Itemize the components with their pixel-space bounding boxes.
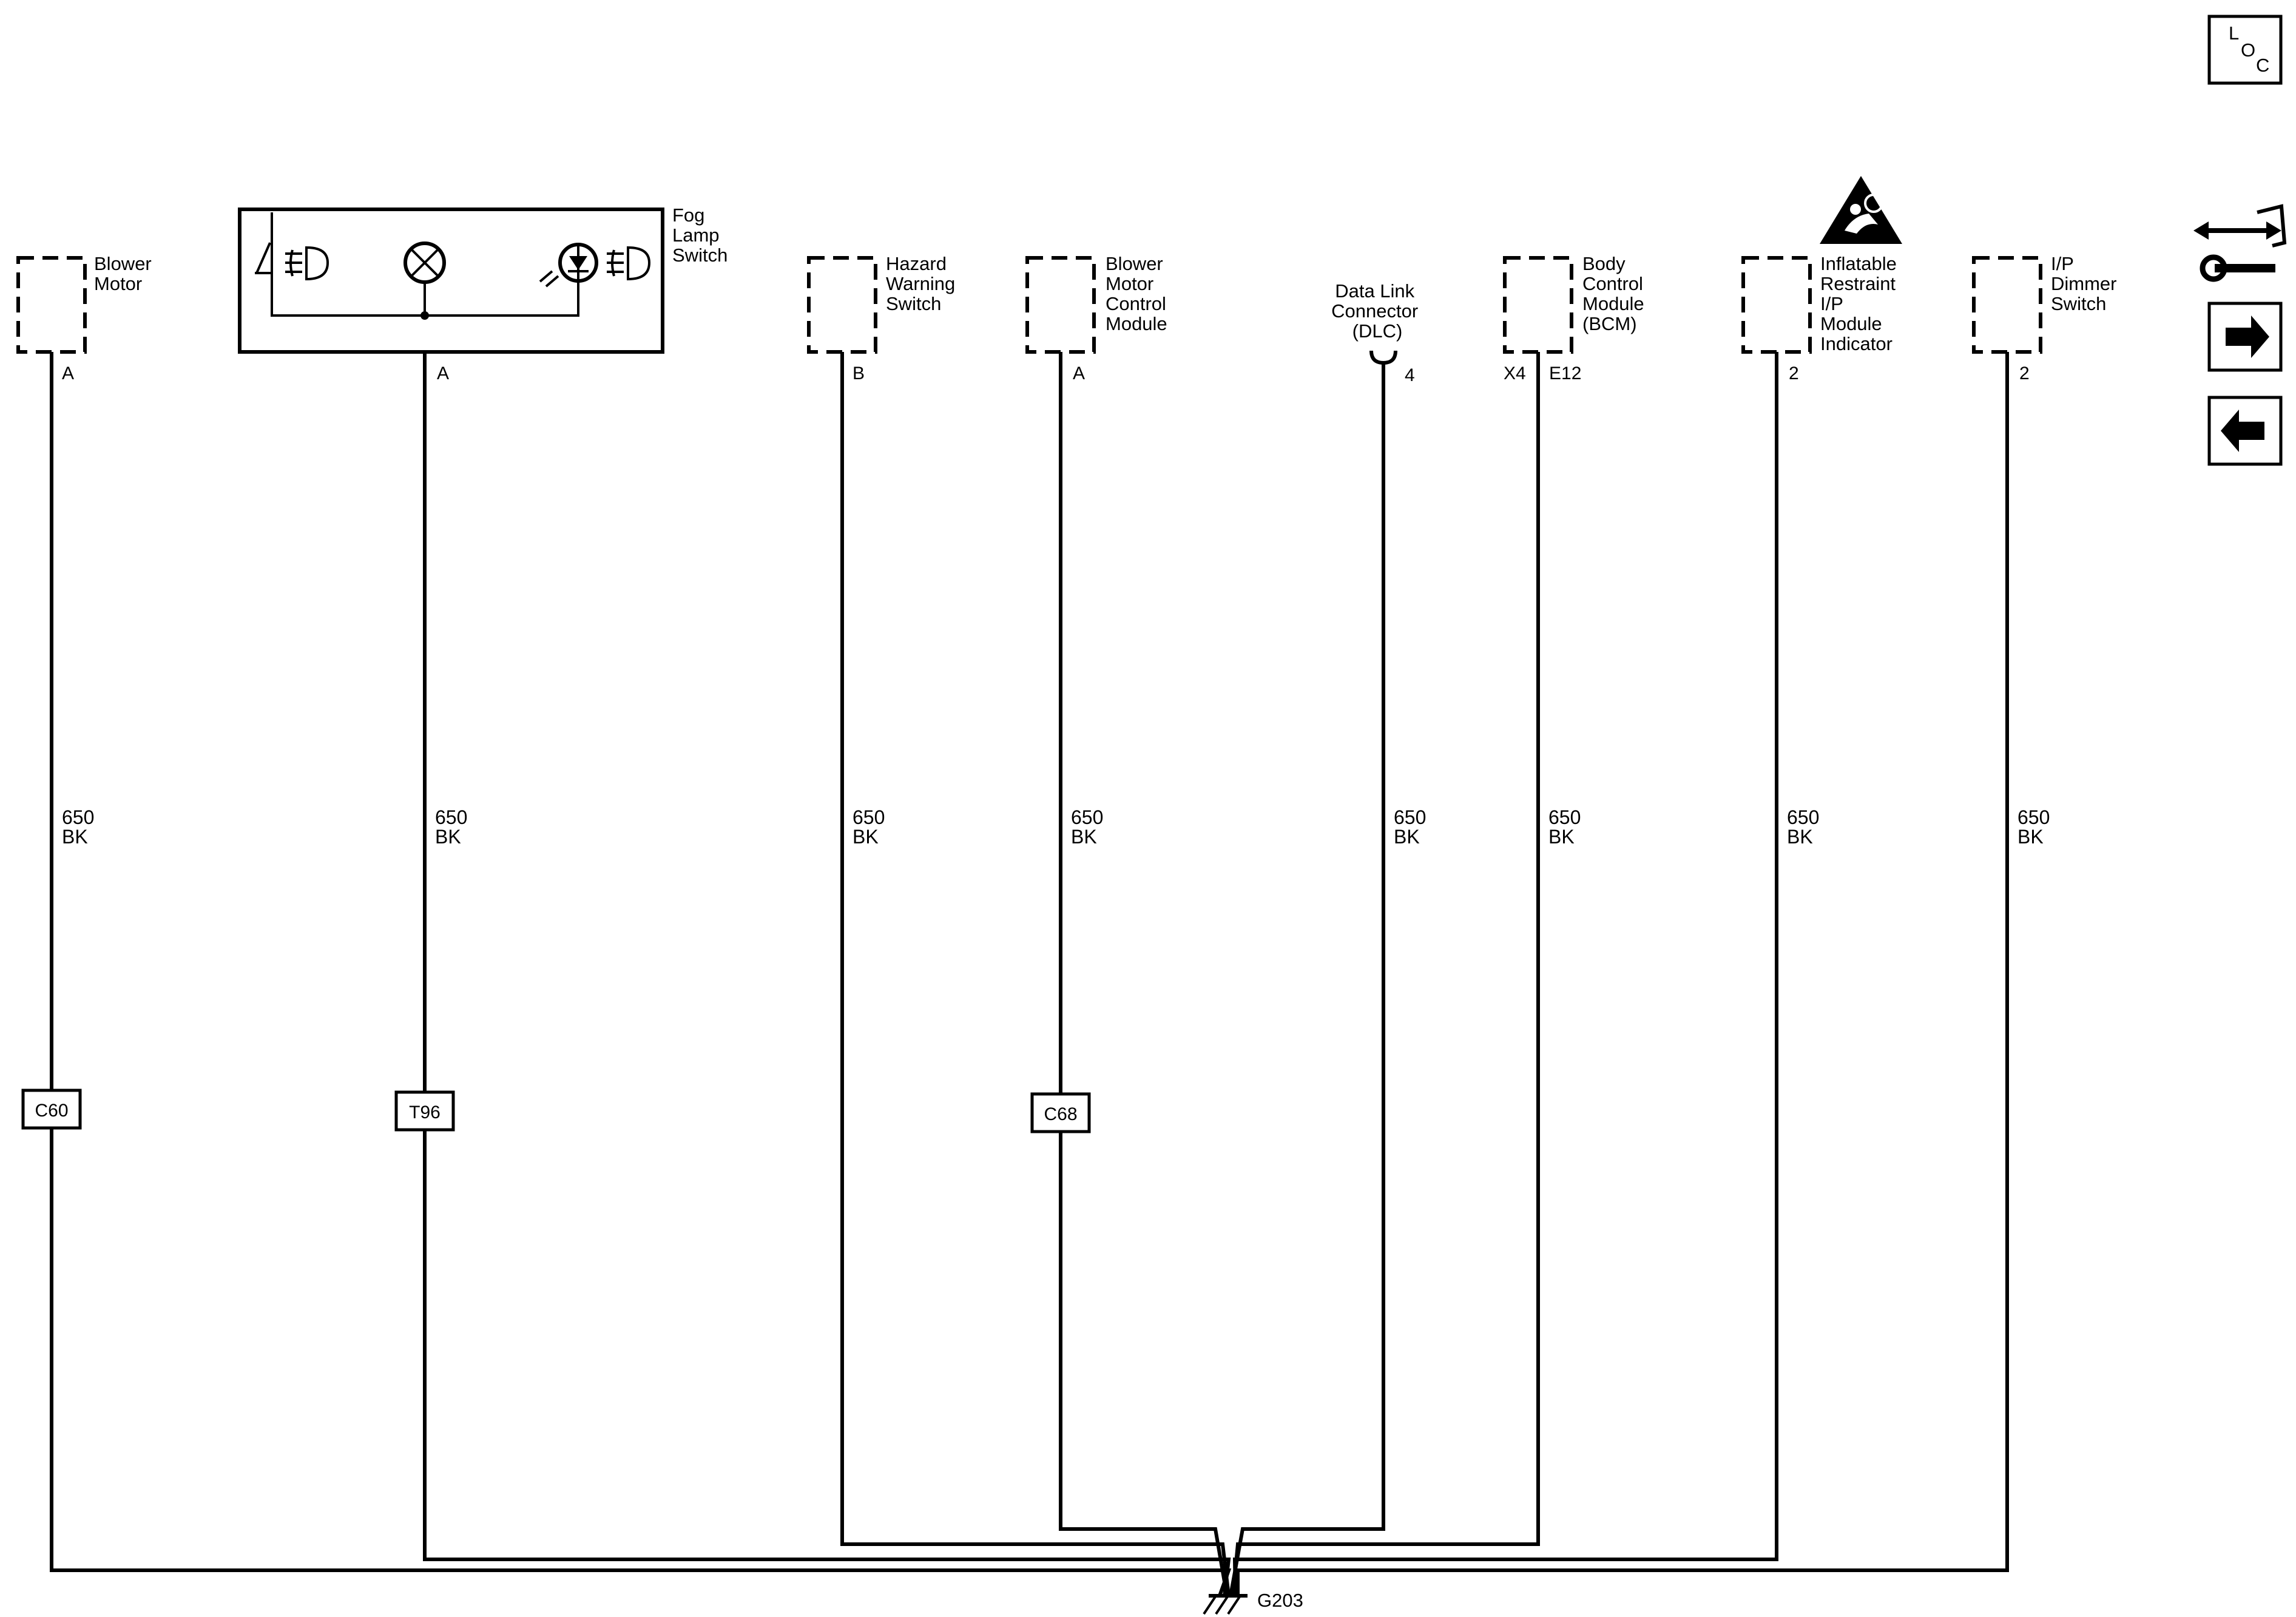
- blower-motor-control-module-box: [1025, 256, 1096, 354]
- inline-connector-c60: C60: [21, 1089, 82, 1130]
- fog-lamp-icon: [607, 246, 651, 281]
- next-arrow-icon[interactable]: [2207, 302, 2283, 372]
- svg-text:C68: C68: [1044, 1104, 1077, 1124]
- wire-blower-motor-control-module: [1059, 352, 1229, 1596]
- hazard-warning-switch-label: Hazard Warning Switch: [886, 253, 961, 314]
- body-control-module-box: [1503, 256, 1573, 354]
- ground-circuits: [50, 352, 2009, 1597]
- blower-motor-label: Blower Motor: [94, 253, 157, 294]
- switch-contact-icon: [255, 242, 271, 274]
- hazard-warning-switch: Hazard Warning Switch B: [807, 253, 961, 383]
- back-arrow-icon[interactable]: [2207, 396, 2283, 466]
- airbag-warning-icon: [1820, 176, 1902, 244]
- svg-text:O: O: [2241, 39, 2255, 61]
- wire-fog-lamp-switch: [423, 352, 1231, 1596]
- svg-text:C: C: [2256, 55, 2269, 76]
- loc-button[interactable]: L O C: [2207, 15, 2283, 85]
- indicator-lamp-icon: [403, 241, 446, 284]
- wire-hazard-warning-switch: [840, 352, 1231, 1596]
- inline-connector-t96: T96: [394, 1090, 455, 1132]
- inline-connector-c68: C68: [1030, 1092, 1091, 1133]
- hazard-warning-switch-pin: B: [853, 363, 865, 383]
- wire-blower-motor: [50, 352, 1232, 1597]
- connector-wrench-icon[interactable]: [2193, 204, 2287, 282]
- inflatable-restraint-indicator-box: [1741, 256, 1812, 354]
- ip-dimmer-switch-label: I/P Dimmer Switch: [2051, 253, 2122, 314]
- inflatable-restraint-indicator: Inflatable Restraint I/P Module Indicato…: [1741, 176, 1902, 383]
- bcm-pin: E12: [1549, 363, 1581, 383]
- led-icon: [539, 243, 598, 288]
- blower-motor-pin: A: [62, 363, 74, 383]
- svg-text:C60: C60: [35, 1101, 68, 1121]
- dlc-terminal-icon: [1369, 350, 1397, 365]
- bcm-connector-id: X4: [1504, 363, 1526, 383]
- blower-motor-control-module-pin: A: [1073, 363, 1085, 383]
- ip-dimmer-switch-pin: 2: [2019, 363, 2030, 383]
- fog-lamp-switch-pin: A: [437, 363, 449, 383]
- data-link-connector-label: Data Link Connector (DLC): [1331, 280, 1423, 342]
- fog-lamp-switch-box: [238, 208, 664, 354]
- inflatable-restraint-indicator-label: Inflatable Restraint I/P Module Indicato…: [1820, 253, 1902, 354]
- fog-lamp-switch-label: Fog Lamp Switch: [672, 204, 728, 266]
- wire-body-control-module: [1231, 352, 1540, 1596]
- blower-motor-box: [16, 256, 87, 354]
- ground-label: G203: [1257, 1590, 1303, 1611]
- wire-inflatable-restraint-indicator: [1232, 352, 1778, 1596]
- blower-motor-control-module: Blower Motor Control Module A: [1025, 253, 1172, 383]
- body-control-module-label: Body Control Module (BCM): [1582, 253, 1649, 334]
- ip-dimmer-switch-box: [1972, 256, 2042, 354]
- body-control-module: Body Control Module (BCM) X4 E12: [1503, 253, 1649, 383]
- wire-ip-dimmer-switch: [1236, 352, 2009, 1596]
- data-link-connector: Data Link Connector (DLC) 4: [1331, 280, 1423, 385]
- blower-motor-control-module-label: Blower Motor Control Module: [1106, 253, 1172, 334]
- wire-data-link-connector: [1229, 363, 1385, 1596]
- ip-dimmer-switch: I/P Dimmer Switch 2: [1972, 253, 2122, 383]
- inflatable-restraint-indicator-pin: 2: [1789, 363, 1799, 383]
- fog-lamp-switch: Fog Lamp Switch A: [238, 204, 728, 383]
- hazard-warning-switch-box: [807, 256, 877, 354]
- svg-text:L: L: [2229, 22, 2239, 44]
- data-link-connector-pin: 4: [1405, 365, 1415, 385]
- fog-lamp-icon: [285, 246, 329, 281]
- junction-dot: [420, 311, 429, 320]
- svg-text:T96: T96: [409, 1102, 441, 1122]
- blower-motor: Blower Motor A: [16, 253, 157, 383]
- ground-g203: G203: [1203, 1590, 1303, 1615]
